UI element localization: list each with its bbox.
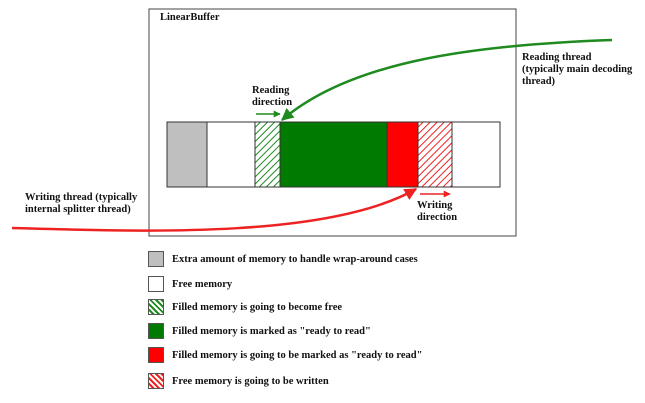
reading-thread-line-2: (typically main decoding	[522, 64, 633, 75]
legend-swatch-white	[148, 276, 164, 292]
legend-item-ready-to-read: Filled memory is marked as "ready to rea…	[148, 322, 371, 340]
segment-red-filled	[386, 121, 419, 188]
segment-green-hatch	[254, 121, 281, 188]
legend-label: Extra amount of memory to handle wrap-ar…	[172, 253, 418, 265]
reading-direction-label: Reading direction	[252, 85, 292, 109]
reading-thread-arrow	[281, 38, 613, 121]
writing-thread-line-2: internal splitter thread)	[25, 204, 131, 215]
legend-item-going-written: Free memory is going to be written	[148, 372, 329, 390]
buffer-bar	[166, 121, 501, 188]
writing-thread-line-1: Writing thread (typically	[25, 192, 138, 203]
buffer-title: LinearBuffer	[160, 12, 220, 23]
legend-swatch-red	[148, 347, 164, 363]
segment-red-hatch	[417, 121, 453, 188]
legend-item-going-ready: Filled memory is going to be marked as "…	[148, 346, 422, 364]
segment-free-1	[206, 121, 256, 188]
writing-direction-line-2: direction	[417, 212, 458, 223]
linear-buffer-frame	[148, 8, 517, 237]
legend-label: Filled memory is marked as "ready to rea…	[172, 325, 371, 337]
legend-label: Free memory	[172, 278, 233, 290]
reading-thread-line-3: thread)	[522, 76, 556, 87]
reading-direction-line-1: Reading	[252, 85, 290, 96]
legend-label: Free memory is going to be written	[172, 375, 329, 387]
legend-swatch-red-hatch	[148, 373, 164, 389]
legend-swatch-gray	[148, 251, 164, 267]
legend-swatch-green	[148, 323, 164, 339]
legend-item-become-free: Filled memory is going to become free	[148, 298, 342, 316]
segment-green-ready	[279, 121, 388, 188]
writing-direction-line-1: Writing	[417, 200, 453, 211]
legend-swatch-green-hatch	[148, 299, 164, 315]
writing-thread-arrow	[11, 187, 418, 232]
legend-item-free-memory: Free memory	[148, 275, 232, 293]
segment-extra-gray	[166, 121, 208, 188]
reading-direction-line-2: direction	[252, 97, 293, 108]
legend-label: Filled memory is going to be marked as "…	[172, 349, 423, 361]
legend-item-extra-memory: Extra amount of memory to handle wrap-ar…	[148, 250, 418, 268]
reading-thread-line-1: Reading thread	[522, 52, 592, 63]
reading-thread-label: Reading thread (typically main decoding …	[522, 52, 632, 88]
segment-free-2	[451, 121, 501, 188]
writing-direction-label: Writing direction	[417, 200, 457, 224]
writing-thread-label: Writing thread (typically internal split…	[25, 192, 137, 216]
legend-label: Filled memory is going to become free	[172, 301, 343, 313]
